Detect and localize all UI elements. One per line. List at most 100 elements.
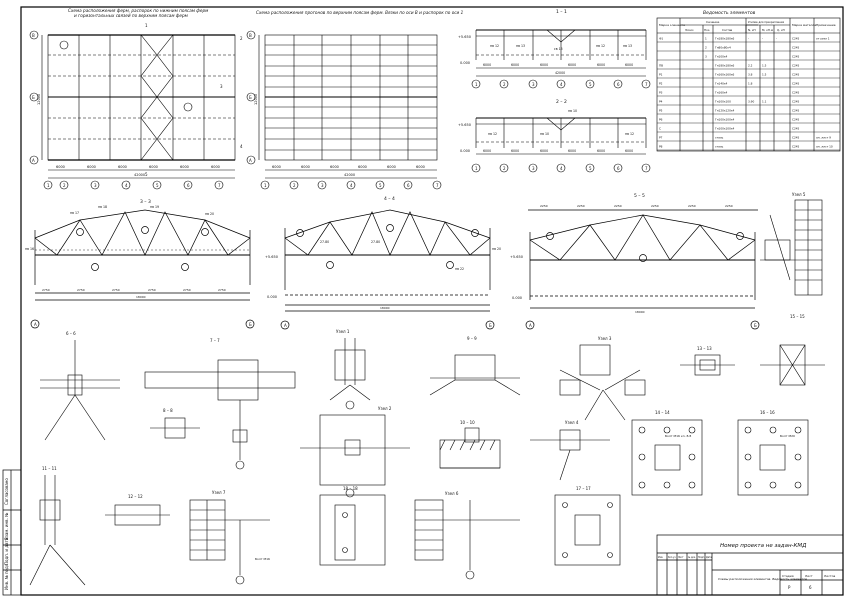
section-3-3: 3 – 3 пв 17 пв 18 пв 19 пв 20 пв 16 А Б … — [25, 199, 255, 329]
axis-number: 2 — [293, 183, 296, 188]
table-cell: - — [776, 37, 777, 41]
table-subheader: M, кН·м — [762, 28, 773, 32]
table-cell: С245 — [792, 46, 800, 50]
axis-letter: Б — [249, 95, 252, 100]
table-cell: см. лист 9 — [816, 136, 831, 140]
dim-span: 6000 — [118, 165, 127, 169]
dim-height: 12000 — [37, 94, 41, 105]
axis-number: 5 — [589, 82, 592, 87]
axis-letter: А — [529, 323, 532, 328]
node-title: 16 – 16 — [760, 410, 775, 415]
axis-number: 3 — [532, 82, 535, 87]
node-title: Узел 2 — [378, 406, 392, 411]
stamp-label: Стадия — [782, 574, 794, 578]
node-title: 18 – 18 — [343, 486, 358, 491]
table-cell: - — [762, 37, 763, 41]
level-mark: 0.000 — [512, 296, 522, 300]
table-cell: С — [659, 127, 661, 131]
axis-number: 2 — [503, 166, 506, 171]
table-cell: Гн180х180х6 — [715, 64, 735, 68]
title-block — [656, 534, 844, 596]
table-cell: Гн180х180х6 — [715, 37, 735, 41]
table-cell: Гн100х100 — [715, 100, 731, 104]
element-tag: пв 13 — [623, 44, 632, 48]
node-title: 10 – 10 — [460, 420, 475, 425]
section-1-1: 1 – 1 +5.650 0.000 пв 12 пв 13 св 15 пв … — [458, 9, 651, 89]
table-cell: Гн100х100х4 — [715, 118, 735, 122]
table-header: Усилие для прикрепления — [748, 20, 784, 24]
axis-number: 1 — [47, 183, 50, 188]
element-tag: пв 13 — [516, 44, 525, 48]
section-title: 3 – 3 — [140, 199, 151, 205]
section-mark: 3 — [220, 84, 223, 89]
element-tag: пв 17 — [70, 211, 79, 215]
dim-span: 6000 — [597, 63, 605, 67]
axis-letter: Б — [249, 322, 252, 327]
note: Болт М20 — [780, 434, 795, 438]
dim-span: 6000 — [301, 165, 310, 169]
note: Болт М16 кл. 8.8 — [665, 434, 691, 438]
element-tag: пв 10 — [540, 132, 549, 136]
table-cell: Р6 — [659, 118, 663, 122]
dim-span: 2750 — [148, 288, 156, 292]
node-title: 13 – 13 — [697, 346, 712, 351]
axis-number: 5 — [589, 166, 592, 171]
dim-span: 2250 — [540, 204, 548, 208]
dim-span: 6000 — [56, 165, 65, 169]
plan2-title: Схема расположения прогонов по верхним п… — [256, 10, 464, 15]
section-4-4: 4 – 4 27.80 27.80 пв 20 пв 22 +5.650 0.0… — [265, 196, 501, 330]
table-cell: 3 — [705, 55, 707, 59]
node-details-row2 — [29, 419, 809, 586]
table-cell: С245 — [792, 91, 800, 95]
table-cell: Гн160х160х6 — [715, 73, 735, 77]
element-tag: пв 18 — [98, 205, 107, 209]
section-mark: 5 — [145, 172, 148, 177]
stamp-col: № док. — [688, 556, 696, 559]
table-cell: С245 — [792, 55, 800, 59]
table-cell: 1.5 — [762, 64, 767, 68]
node-title: 7 – 7 — [210, 338, 220, 343]
axis-letter: Б — [754, 323, 757, 328]
node-title: 14 – 14 — [655, 410, 670, 415]
axis-number: 7 — [436, 183, 439, 188]
table-header: Марка металла — [792, 23, 816, 27]
element-tag: пв 12 — [490, 44, 499, 48]
axis-number: 3 — [321, 183, 324, 188]
table-cell: С245 — [792, 127, 800, 131]
node-title: Узел 3 — [598, 336, 612, 341]
plan1-title: Схема расположения ферм, распорок по ниж… — [68, 8, 208, 13]
element-tag: пв 12 — [625, 132, 634, 136]
section-title: 5 – 5 — [634, 193, 645, 199]
table-header: Сечение — [706, 20, 719, 24]
table-cell: С245 — [792, 100, 800, 104]
axis-number: 1 — [475, 82, 478, 87]
stamp-label: Листов — [824, 574, 835, 578]
table-cell: Ф1 — [659, 37, 663, 41]
stamp-col: Изм. — [658, 556, 663, 559]
plan1-subtitle: и горизонтальных связей по верхним пояса… — [74, 13, 188, 18]
table-cell: Р1 — [659, 73, 663, 77]
dim-span: 2250 — [577, 204, 585, 208]
dim-span: 6000 — [483, 63, 491, 67]
axis-number: 6 — [187, 183, 190, 188]
table-subheader: Q, кН — [777, 28, 785, 32]
stamp-label: Лист — [805, 574, 813, 578]
section-title: 4 – 4 — [384, 196, 395, 202]
dim-span: 2750 — [42, 288, 50, 292]
dim-total: 18000 — [380, 306, 390, 310]
node-title: Узел 1 — [336, 329, 350, 334]
level-mark: +5.650 — [458, 123, 471, 127]
sheet-description: Схемы расположения элементов. Ведомость … — [718, 577, 807, 581]
table-cell: С245 — [792, 118, 800, 122]
table-cell: 1.8 — [748, 82, 753, 86]
side-label: Согласовано — [4, 478, 9, 505]
axis-letter: В — [32, 33, 35, 38]
stamp-col: Кол.уч — [668, 556, 676, 559]
dim-total: 42000 — [555, 71, 565, 75]
plan-trusses: Схема расположения ферм, распорок по ниж… — [29, 8, 243, 190]
dim-span: 2750 — [218, 288, 226, 292]
axis-number: 2 — [503, 82, 506, 87]
level-mark: 0.000 — [460, 149, 470, 153]
